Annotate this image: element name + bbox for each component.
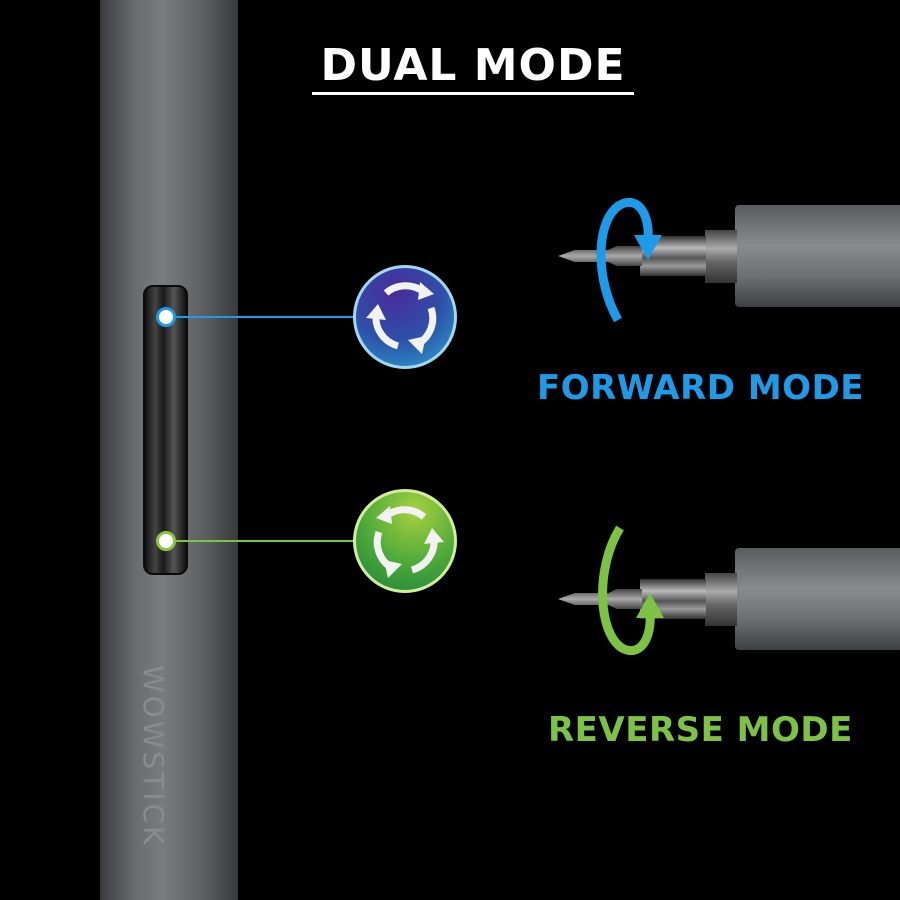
mode-switch-slot <box>143 285 188 575</box>
rotate-counterclockwise-icon <box>353 489 457 593</box>
reverse-driver-illustration <box>530 525 900 658</box>
forward-mode-label: FORWARD MODE <box>537 368 865 408</box>
driver-collar <box>705 573 737 626</box>
reverse-switch-position <box>156 531 176 551</box>
driver-collar <box>705 230 737 283</box>
title-underline <box>312 92 634 95</box>
forward-switch-position <box>156 307 176 327</box>
rotate-clockwise-icon <box>353 265 457 369</box>
reverse-rotation-arrow-icon <box>598 525 664 655</box>
forward-rotation-arrow-icon <box>596 198 662 323</box>
reverse-connector-line <box>176 540 356 542</box>
brand-text: WOWSTICK <box>137 665 170 848</box>
driver-handle <box>735 548 900 650</box>
reverse-mode-label: REVERSE MODE <box>548 710 853 750</box>
title: DUAL MODE <box>320 40 626 91</box>
forward-driver-illustration <box>530 198 900 323</box>
driver-handle <box>735 205 900 307</box>
forward-connector-line <box>176 316 356 318</box>
